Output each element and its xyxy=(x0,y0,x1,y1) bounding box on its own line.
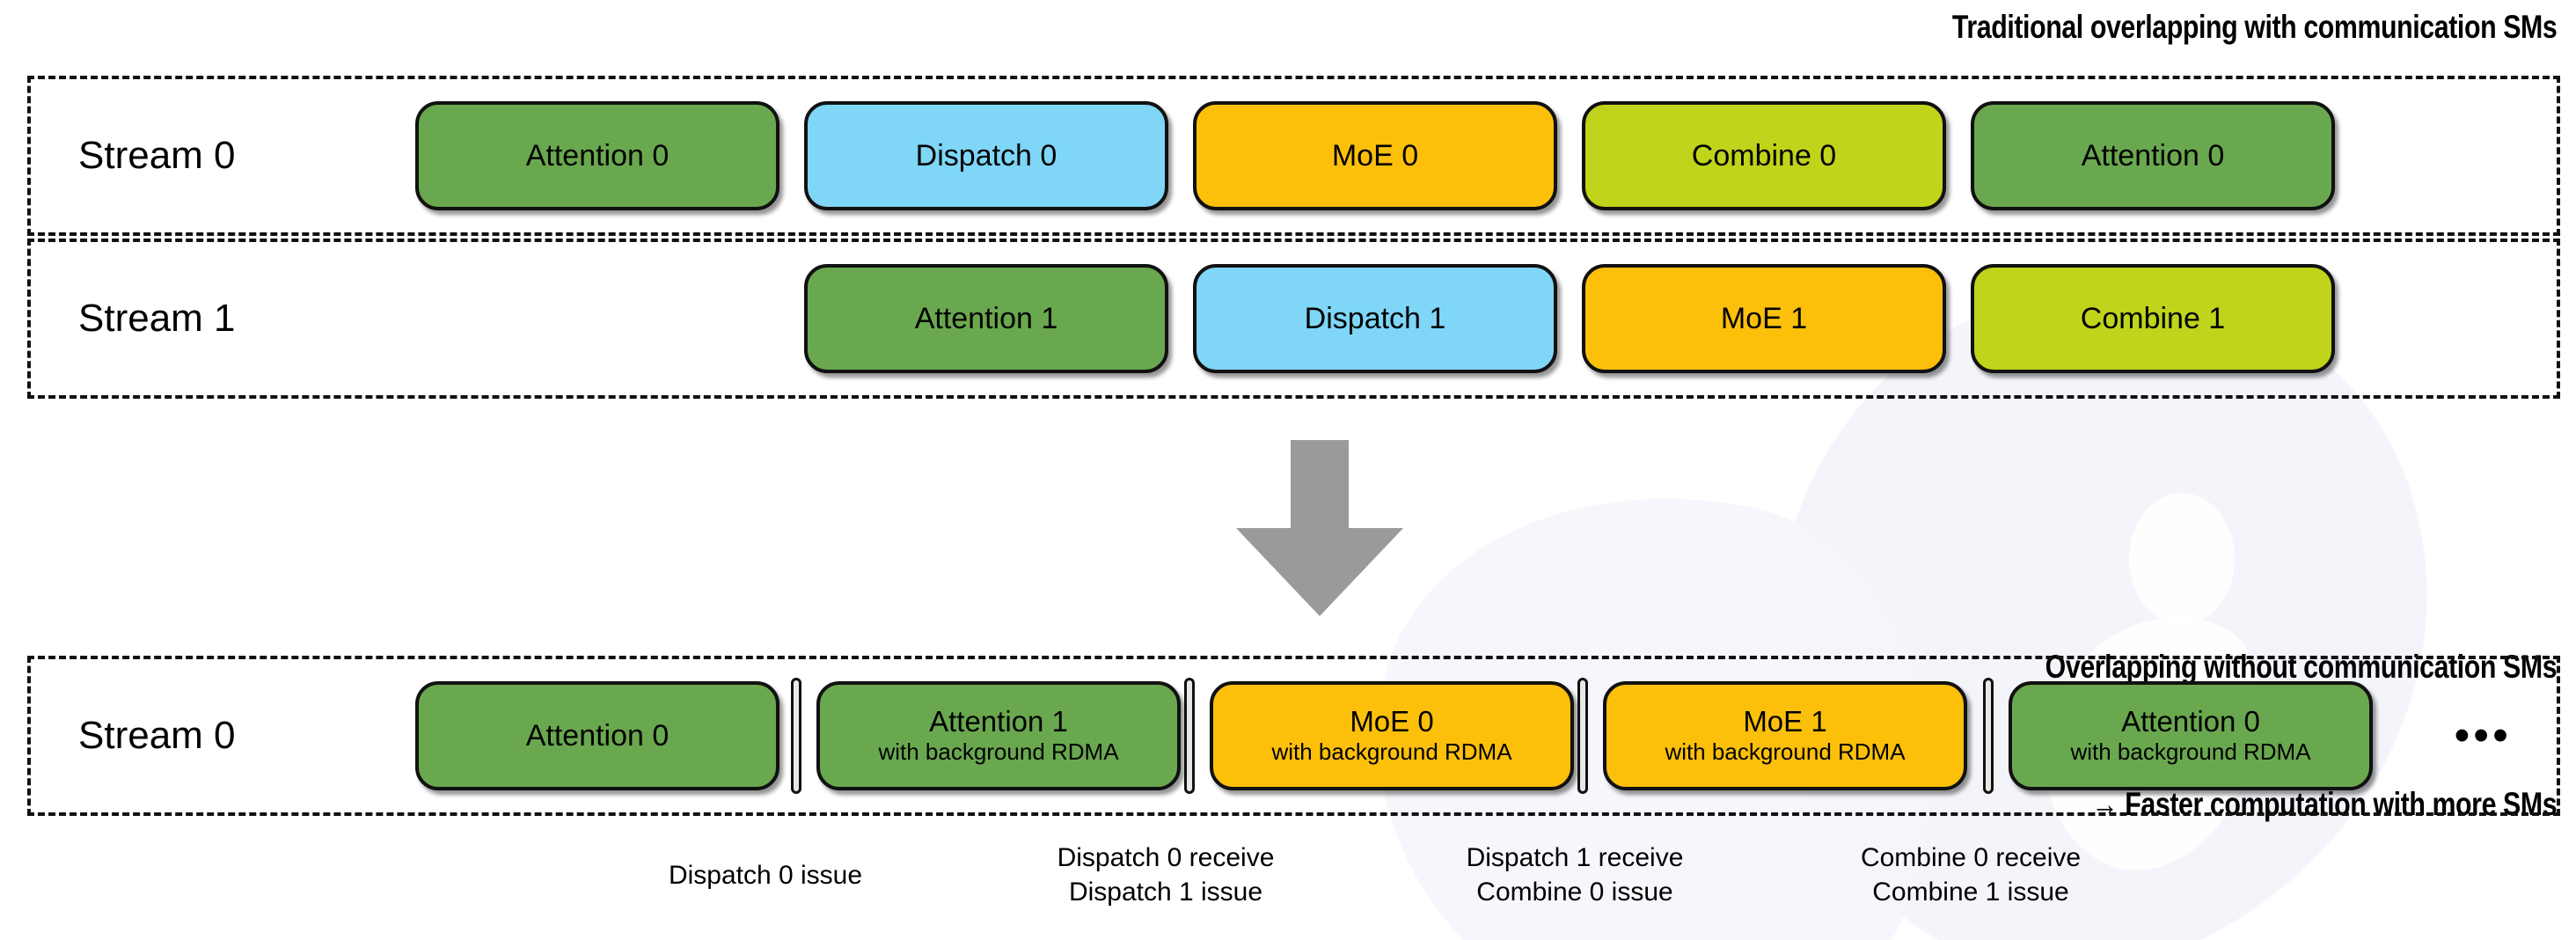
stream-2-block-0[interactable]: Attention 0 xyxy=(415,681,779,790)
down-arrow-icon xyxy=(1236,440,1403,616)
stream-0-block-3[interactable]: Combine 0 xyxy=(1582,101,1946,210)
stream-1-block-1[interactable]: Dispatch 1 xyxy=(1193,264,1557,373)
caption-line-0: Dispatch 1 receive xyxy=(1466,843,1684,872)
caption-line-0: Dispatch 0 receive xyxy=(1057,843,1275,872)
block-subtitle: with background RDMA xyxy=(2070,738,2311,766)
caption-line-1: Combine 1 issue xyxy=(1872,878,2069,907)
stream-1-block-0[interactable]: Attention 1 xyxy=(804,264,1168,373)
stream-2-separator-3 xyxy=(1983,678,1994,794)
stream-2-ellipsis: ••• xyxy=(2455,712,2513,760)
caption-line-0: Dispatch 0 issue xyxy=(668,861,863,890)
block-title: Combine 1 xyxy=(2080,301,2226,335)
block-title: Combine 0 xyxy=(1691,138,1837,173)
block-title: MoE 1 xyxy=(1720,301,1808,335)
stream-label-0: Stream 0 xyxy=(78,134,236,177)
bottom-section-title-line2: → Faster computation with more SMs xyxy=(2091,786,2557,822)
stream-1-block-3[interactable]: Combine 1 xyxy=(1971,264,2335,373)
stream-1-block-2[interactable]: MoE 1 xyxy=(1582,264,1946,373)
block-title: MoE 0 xyxy=(1350,705,1434,738)
block-title: MoE 1 xyxy=(1743,705,1827,738)
stream-2-separator-1 xyxy=(1184,678,1195,794)
block-title: Attention 0 xyxy=(525,718,670,753)
stream-label-2: Stream 0 xyxy=(78,714,236,757)
stream-2-separator-2 xyxy=(1577,678,1588,794)
timeline-caption-0: Dispatch 0 issue xyxy=(669,858,862,892)
block-title: Attention 1 xyxy=(929,705,1068,738)
stream-0-block-0[interactable]: Attention 0 xyxy=(415,101,779,210)
stream-0-block-4[interactable]: Attention 0 xyxy=(1971,101,2335,210)
stream-0-block-1[interactable]: Dispatch 0 xyxy=(804,101,1168,210)
caption-line-0: Combine 0 receive xyxy=(1860,843,2082,872)
stream-0-block-2[interactable]: MoE 0 xyxy=(1193,101,1557,210)
stream-row-1: Stream 1 Attention 1 Dispatch 1 MoE 1 Combi… xyxy=(27,239,2560,399)
block-title: Attention 0 xyxy=(525,138,670,173)
block-title: Attention 0 xyxy=(2121,705,2260,738)
block-title: Dispatch 0 xyxy=(915,138,1057,173)
block-title: MoE 0 xyxy=(1331,138,1419,173)
bottom-section-title: Overlapping without communication SMs → … xyxy=(2045,553,2557,919)
block-title: Attention 0 xyxy=(2081,138,2225,173)
block-subtitle: with background RDMA xyxy=(878,738,1119,766)
caption-line-1: Dispatch 1 issue xyxy=(1068,878,1263,907)
stream-2-separator-0 xyxy=(791,678,801,794)
top-section-title: Traditional overlapping with communicati… xyxy=(1951,9,2558,45)
stream-row-0: Stream 0 Attention 0 Dispatch 0 MoE 0 Combi… xyxy=(27,76,2560,236)
block-subtitle: with background RDMA xyxy=(1665,738,1906,766)
bottom-section-title-line1: Overlapping without communication SMs xyxy=(2045,649,2557,685)
block-subtitle: with background RDMA xyxy=(1271,738,1512,766)
stream-label-1: Stream 1 xyxy=(78,297,236,340)
caption-line-1: Combine 0 issue xyxy=(1476,878,1673,907)
block-title: Attention 1 xyxy=(914,301,1058,335)
block-title: Dispatch 1 xyxy=(1304,301,1446,335)
